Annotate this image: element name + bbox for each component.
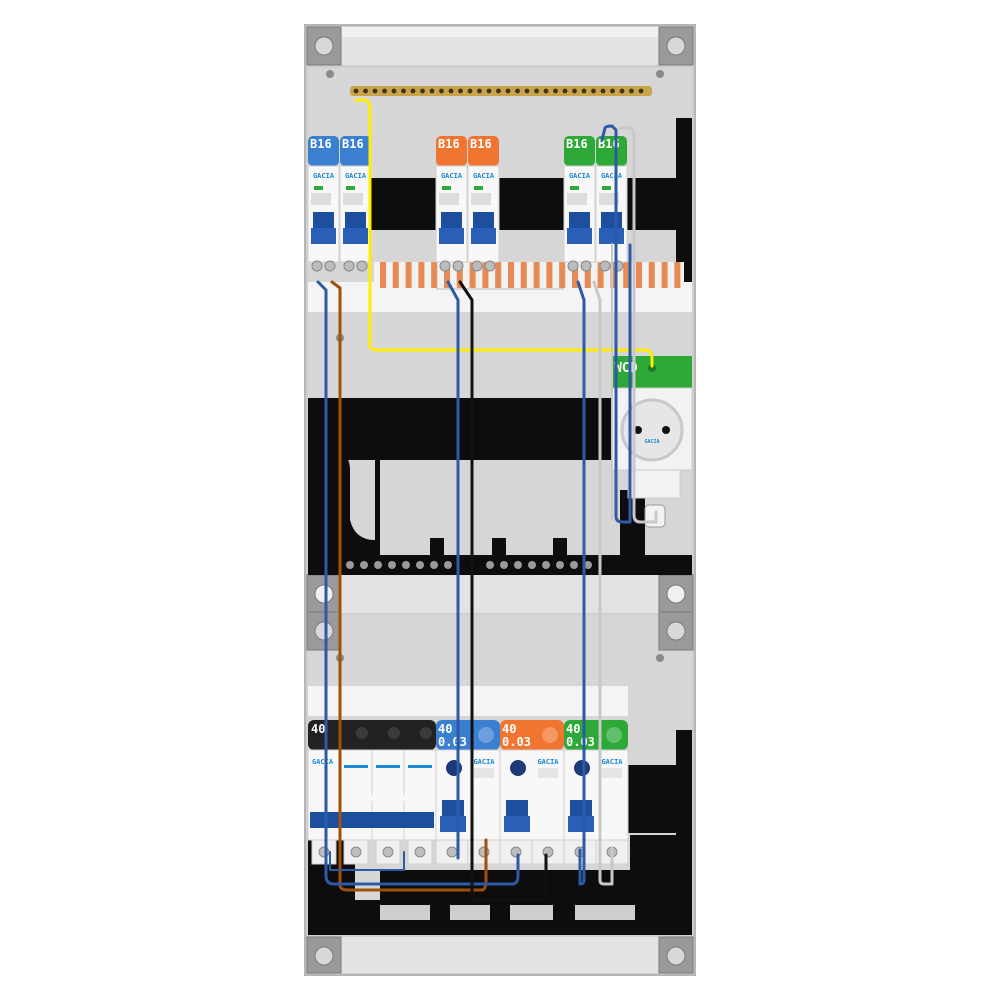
breaker-rating-label: B16	[470, 137, 492, 151]
breaker-rating-label: B16	[598, 137, 620, 151]
brand-label: GACIA	[569, 172, 591, 180]
brand-label: GACIA	[441, 172, 463, 180]
mounting-holes	[306, 26, 694, 974]
brand-label: GACIA	[473, 172, 495, 180]
wire-blue-5	[329, 851, 405, 871]
brand-label: GACIA	[345, 172, 367, 180]
wire-blue-2	[446, 280, 460, 860]
top-breaker-row: B16GACIAB16GACIAB16GACIAB16GACIAB16GACIA…	[307, 136, 628, 272]
neutral-terminal-bar	[308, 455, 692, 575]
wire-grey-2	[592, 280, 614, 886]
brand-label: GACIA	[601, 758, 623, 766]
breaker-rating-label: B16	[310, 137, 332, 151]
brand-label: GACIA	[537, 758, 559, 766]
brand-label: GACIA	[473, 758, 495, 766]
main-switch-handle	[310, 812, 434, 828]
brand-label: GACIA	[601, 172, 623, 180]
brand-label: GACIA	[313, 172, 335, 180]
brand-label: GACIA	[312, 758, 334, 766]
breaker-rating-label: B16	[342, 137, 364, 151]
test-button[interactable]	[510, 760, 526, 776]
wcd-label: WCD	[614, 361, 638, 376]
wire-grey-1	[618, 126, 658, 524]
earth-busbar	[350, 86, 652, 96]
bottom-comb-bar	[308, 686, 628, 716]
breaker-rating-label: B16	[438, 137, 460, 151]
wiring	[316, 98, 658, 902]
rcd-rating-label: 40	[566, 722, 580, 736]
rcd-rating-label: 40	[502, 722, 516, 736]
wire-yellow	[354, 98, 654, 368]
breaker-rating-label: B16	[566, 137, 588, 151]
rcd-sensitivity-label: 0.03	[502, 735, 531, 749]
test-button[interactable]	[574, 760, 590, 776]
test-button[interactable]	[446, 760, 462, 776]
wire-black	[458, 280, 548, 902]
rcd-sensitivity-label: 0.03	[566, 735, 595, 749]
wire-blue-3	[600, 124, 632, 524]
wire-blue-1	[316, 280, 520, 886]
wire-blue-4	[576, 280, 586, 886]
socket-brand: GACIA	[644, 439, 659, 445]
socket-outlet[interactable]	[620, 398, 684, 462]
main-switch-label: 40	[311, 722, 325, 736]
rcd-sensitivity-label: 0.03	[438, 735, 467, 749]
rcd-rating-label: 40	[438, 722, 452, 736]
